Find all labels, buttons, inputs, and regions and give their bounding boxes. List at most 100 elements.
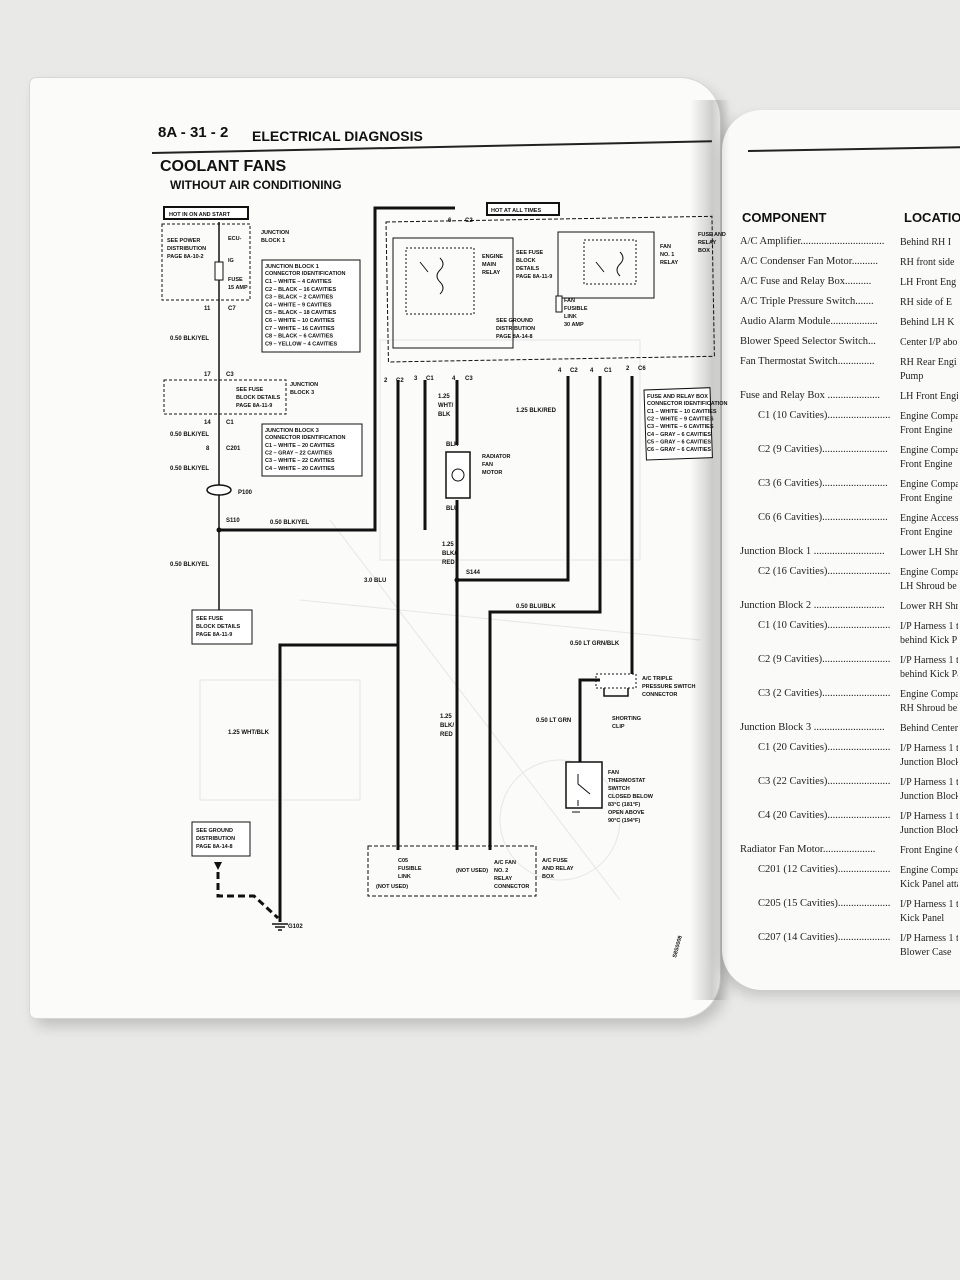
wire-blkred3-2: BLK/ xyxy=(440,723,454,729)
s144-label: S144 xyxy=(466,570,481,576)
g102-label: G102 xyxy=(288,924,303,930)
fan-no1-relay-1: FAN xyxy=(660,244,671,250)
connector-label-6: C1 xyxy=(426,376,434,382)
component-cell: Junction Block 3 .......................… xyxy=(740,722,885,733)
jb1-conn-row-3: C3 – BLACK – 2 CAVITIES xyxy=(265,295,333,301)
wire-label-blkyel-4: 0.50 BLK/YEL xyxy=(270,520,309,526)
ac-fan-relay-4: CONNECTOR xyxy=(494,884,529,890)
ac-fan-relay-2: NO. 2 xyxy=(494,868,508,874)
wire-blkred3-3: RED xyxy=(440,732,453,738)
see-power-1: SEE POWER xyxy=(167,238,200,244)
component-cell: Audio Alarm Module.................. xyxy=(740,316,878,327)
jb1-label-2: BLOCK 1 xyxy=(261,238,285,244)
jb1-conn-row-5: C5 – BLACK – 18 CAVITIES xyxy=(265,310,336,316)
c05-1: C05 xyxy=(398,858,408,864)
see-fuse-3: PAGE 8A-11-9 xyxy=(236,403,272,409)
location-cell: Engine Compa xyxy=(900,411,958,422)
fr-conn-row-4: C4 – GRAY – 6 CAVITIES xyxy=(647,432,711,438)
location-cell: Behind LH K xyxy=(900,317,955,328)
fan-fusible-4: 30 AMP xyxy=(564,322,584,328)
fan-fusible-1: FAN xyxy=(564,298,575,304)
ac-triple-3: CONNECTOR xyxy=(642,692,677,698)
component-cell: Fan Thermostat Switch.............. xyxy=(740,356,875,367)
component-cell: C205 (15 Cavities).................... xyxy=(758,898,890,909)
see-ground2-3: PAGE 8A-14-8 xyxy=(496,334,533,340)
connector-label-2: C2 xyxy=(465,218,473,224)
location-cell: RH Rear Engi xyxy=(900,357,957,368)
conn-c1: C1 xyxy=(226,420,234,426)
ac-fan-relay-1: A/C FAN xyxy=(494,860,516,866)
thermo-5: 83°C (181°F) xyxy=(608,802,640,808)
location-cell: LH Shroud be xyxy=(900,581,957,592)
component-cell: A/C Fuse and Relay Box.......... xyxy=(740,276,872,287)
pin-11: 11 xyxy=(204,306,211,312)
see-fuse-2: BLOCK DETAILS xyxy=(236,395,281,401)
jb3-conn-title-1: JUNCTION BLOCK 3 xyxy=(265,428,319,434)
jb1-conn-row-9: C9 – YELLOW – 4 CAVITIES xyxy=(265,341,338,347)
see-ground-2: DISTRIBUTION xyxy=(196,836,235,842)
ac-frbox-3: BOX xyxy=(542,874,554,880)
pin-14: 14 xyxy=(204,420,211,426)
blu-label: BLU xyxy=(446,506,458,512)
thermo-3: SWITCH xyxy=(608,786,630,792)
wire-blkred-1: 1.25 BLK/RED xyxy=(516,408,557,414)
location-cell: RH Shroud beh xyxy=(900,703,958,714)
fan-no1-relay-3: RELAY xyxy=(660,260,678,266)
component-cell: A/C Condenser Fan Motor.......... xyxy=(740,256,878,267)
component-cell: C6 (6 Cavities)......................... xyxy=(758,512,888,523)
connector-label-4: C2 xyxy=(396,378,404,384)
section-title: ELECTRICAL DIAGNOSIS xyxy=(252,128,423,144)
connector-label-11: 4 xyxy=(590,368,594,374)
see-ground-3: PAGE 8A-14-8 xyxy=(196,844,233,850)
wire-label-blkyel-5: 0.50 BLK/YEL xyxy=(170,562,209,568)
location-cell: RH front side xyxy=(900,257,955,268)
component-cell: C1 (20 Cavities)........................ xyxy=(758,742,890,753)
diagram-title: COOLANT FANS xyxy=(160,158,287,175)
connector-label-3: 2 xyxy=(384,378,388,384)
thermo-7: 90°C (194°F) xyxy=(608,818,640,824)
location-cell: I/P Harness 1 to J xyxy=(900,811,958,822)
location-cell: Front Engine Com xyxy=(900,845,958,856)
jb3-conn-row-3: C3 – WHITE – 22 CAVITIES xyxy=(265,458,335,464)
col-component: COMPONENT xyxy=(742,210,827,225)
component-cell: C2 (16 Cavities)........................ xyxy=(758,566,890,577)
ac-fan-relay-3: RELAY xyxy=(494,876,512,882)
fuse-relay-side-2: RELAY xyxy=(698,240,716,246)
component-cell: Junction Block 1 .......................… xyxy=(740,546,885,557)
figure-code: S8S0008 xyxy=(672,935,684,958)
fr-conn-row-3: C3 – WHITE – 6 CAVITIES xyxy=(647,424,714,430)
location-cell: Front Engine xyxy=(900,527,953,538)
jb3-conn-row-4: C4 – WHITE – 20 CAVITIES xyxy=(265,466,335,472)
location-cell: Lower RH Shro xyxy=(900,601,958,612)
location-cell: RH side of E xyxy=(900,297,952,308)
wire-whtblk-top-3: BLK xyxy=(438,412,451,418)
wire-whtblk-top-2: WHT/ xyxy=(438,403,454,409)
ecu-fuse-1: ECU- xyxy=(228,236,242,242)
connector-label-5: 3 xyxy=(414,376,418,382)
component-cell: Junction Block 2 .......................… xyxy=(740,600,885,611)
component-cell: C3 (2 Cavities).........................… xyxy=(758,688,890,699)
spine-shadow xyxy=(690,100,730,1000)
connector-label-10: C2 xyxy=(570,368,578,374)
engine-main-relay-1: ENGINE xyxy=(482,254,503,260)
see-fuse2-1: SEE FUSE xyxy=(196,616,224,622)
jb1-label-1: JUNCTION xyxy=(261,230,289,236)
pin-8: 8 xyxy=(206,446,210,452)
component-cell: C3 (22 Cavities)........................ xyxy=(758,776,890,787)
jb3-conn-row-2: C2 – GRAY – 22 CAVITIES xyxy=(265,451,332,457)
location-cell: Blower Case xyxy=(900,947,952,958)
jb1-conn-row-2: C2 – BLACK – 16 CAVITIES xyxy=(265,287,336,293)
wire-label-blkyel-2: 0.50 BLK/YEL xyxy=(170,432,209,438)
rad-fan-2: FAN xyxy=(482,462,493,468)
jb1-conn-title-2: CONNECTOR IDENTIFICATION xyxy=(265,271,345,277)
blk-label: BLK xyxy=(446,442,459,448)
location-cell: Engine Compartme xyxy=(900,865,958,876)
connector-label-1: 6 xyxy=(448,218,452,224)
location-cell: Behind Center I/P xyxy=(900,723,958,734)
p100-label: P100 xyxy=(238,490,253,496)
fr-conn-title-2: CONNECTOR IDENTIFICATION xyxy=(647,401,727,407)
location-cell: Kick Panel attac xyxy=(900,879,958,890)
fuse-relay-side-1: FUSE AND xyxy=(698,232,726,238)
